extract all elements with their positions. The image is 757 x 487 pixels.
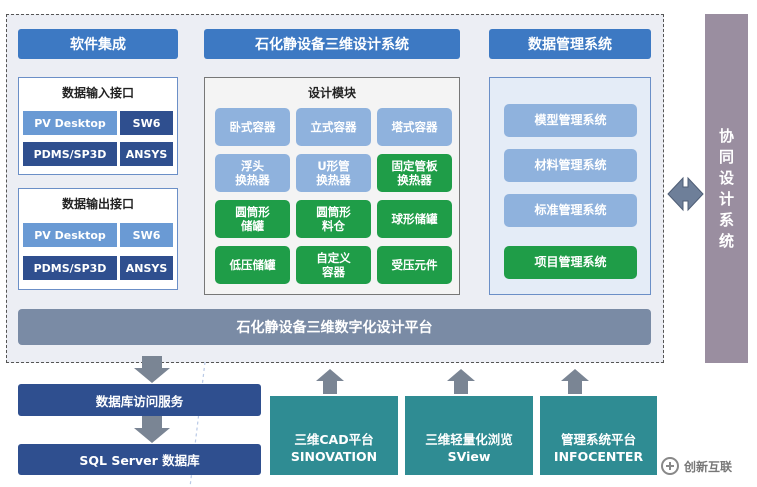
up-arrow-icon [316,369,344,394]
infocenter-platform-box: 管理系统平台 INFOCENTER [540,396,657,475]
data-management-item: 模型管理系统 [504,104,637,137]
input-interface-title: 数据输入接口 [61,86,134,100]
digital-design-platform: 石化静设备三维数字化设计平台 [18,309,651,345]
header-design-system: 石化静设备三维设计系统 [204,29,460,59]
output-cell-sw6: SW6 [120,223,173,247]
up-arrow-icon [561,369,589,394]
output-interface-title: 数据输出接口 [61,197,134,211]
cad-platform-line2: SINOVATION [290,448,378,464]
design-module-item: 圆筒形 储罐 [215,200,290,238]
input-cell-ansys: ANSYS [120,142,173,166]
double-arrow-icon [667,176,704,212]
collab-char: 同 [718,147,734,166]
design-module-item: 立式容器 [296,108,371,146]
output-cell-ansys: ANSYS [120,256,173,280]
collab-char: 统 [718,231,734,250]
watermark-logo-icon [661,457,679,475]
watermark: 创新互联 [660,455,755,477]
up-arrow-icon [447,369,475,394]
collab-char: 协 [718,126,734,145]
design-module-item: 塔式容器 [377,108,452,146]
sview-platform-box: 三维轻量化浏览 SView [405,396,533,475]
data-management-item: 项目管理系统 [504,246,637,279]
down-arrow-icon [134,415,170,443]
sview-platform-line1: 三维轻量化浏览 [425,432,513,448]
design-module-item: 卧式容器 [215,108,290,146]
input-cell-sw6: SW6 [120,111,173,135]
header-software-integration: 软件集成 [18,29,178,59]
collab-char: 设 [718,168,734,187]
cad-platform-box: 三维CAD平台 SINOVATION [270,396,398,475]
collab-char: 系 [718,210,734,229]
database-access-service: 数据库访问服务 [18,384,261,416]
design-module-item: 自定义 容器 [296,246,371,284]
design-modules-title: 设计模块 [307,86,356,100]
output-interface-panel: 数据输出接口 PV Desktop SW6 PDMS/SP3D ANSYS [18,188,178,290]
collab-char: 计 [718,189,734,208]
design-module-item: 受压元件 [377,246,452,284]
input-cell-pdms: PDMS/SP3D [23,142,117,166]
output-cell-pv-desktop: PV Desktop [23,223,117,247]
data-management-item: 标准管理系统 [504,194,637,227]
infocenter-platform-line2: INFOCENTER [553,448,644,464]
data-management-item: 材料管理系统 [504,149,637,182]
sql-server-database: SQL Server 数据库 [18,444,261,475]
design-module-item: 浮头 换热器 [215,154,290,192]
infocenter-platform-line1: 管理系统平台 [560,432,636,448]
design-module-item: U形管 换热器 [296,154,371,192]
watermark-text: 创新互联 [684,459,733,474]
input-interface-panel: 数据输入接口 PV Desktop SW6 PDMS/SP3D ANSYS [18,77,178,175]
header-data-management: 数据管理系统 [489,29,651,59]
cad-platform-line1: 三维CAD平台 [294,432,374,448]
design-module-item: 圆筒形 料仓 [296,200,371,238]
down-arrow-icon [134,356,170,383]
input-cell-pv-desktop: PV Desktop [23,111,117,135]
sview-platform-line2: SView [447,448,491,464]
design-module-item: 低压储罐 [215,246,290,284]
design-module-item: 固定管板 换热器 [377,154,452,192]
design-module-item: 球形储罐 [377,200,452,238]
collaborative-design-system: 协 同 设 计 系 统 [705,14,748,363]
output-cell-pdms: PDMS/SP3D [23,256,117,280]
